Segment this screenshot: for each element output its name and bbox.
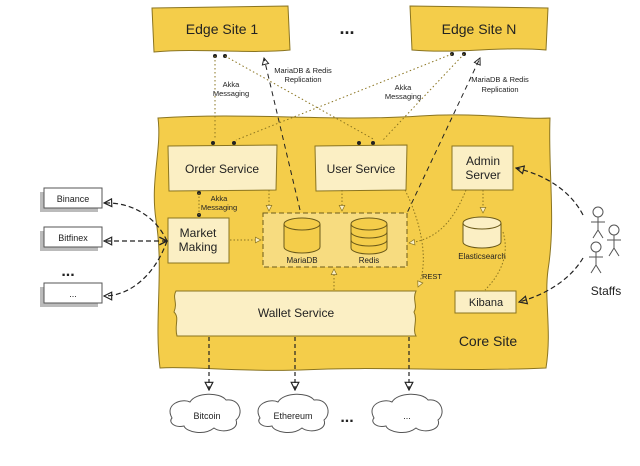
order-service-label: Order Service — [185, 162, 259, 176]
ethereum-label: Ethereum — [273, 411, 312, 421]
bitcoin-label: Bitcoin — [193, 411, 220, 421]
blockchains-ellipsis: ... — [340, 409, 353, 426]
blockchain-other-label: ... — [403, 411, 411, 421]
elasticsearch-label: Elasticsearch — [458, 252, 506, 261]
exchanges-ellipsis: ... — [61, 263, 74, 280]
blockchain-bitcoin[interactable]: Bitcoin — [169, 393, 241, 433]
exchange-binance[interactable]: Binance — [40, 187, 103, 212]
rest-label: REST — [422, 272, 442, 281]
connector-dot — [232, 141, 236, 145]
kibana-label: Kibana — [469, 297, 504, 309]
redis-label: Redis — [359, 256, 379, 265]
service-db-links — [230, 189, 506, 291]
staffs-label: Staffs — [591, 284, 621, 298]
edge-site-1-label: Edge Site 1 — [186, 21, 259, 37]
order-service[interactable]: Order Service — [167, 144, 278, 192]
replication-links — [264, 58, 480, 229]
connector-dot — [211, 141, 215, 145]
kibana-service[interactable]: Kibana — [454, 290, 517, 314]
blockchain-ethereum[interactable]: Ethereum — [257, 393, 329, 433]
staff-icon — [589, 206, 621, 274]
blockchain-links — [209, 337, 409, 390]
staff-links — [516, 168, 584, 302]
bitfinex-label: Bitfinex — [58, 233, 88, 243]
wallet-service-label: Wallet Service — [258, 306, 335, 320]
wallet-service[interactable]: Wallet Service — [173, 290, 417, 337]
edge-site-1[interactable]: Edge Site 1 — [151, 5, 291, 53]
akka-messaging-links — [214, 53, 465, 141]
blockchain-other[interactable]: ... — [371, 393, 443, 433]
user-service-label: User Service — [327, 162, 396, 176]
core-site-label: Core Site — [459, 333, 518, 349]
edge-site-n[interactable]: Edge Site N — [409, 5, 549, 52]
binance-label: Binance — [57, 194, 90, 204]
user-service[interactable]: User Service — [314, 144, 408, 192]
elasticsearch-datastore[interactable]: Elasticsearch — [458, 216, 506, 261]
connector-dot — [371, 141, 375, 145]
edge-sites-ellipsis: ... — [339, 18, 354, 38]
edge-site-n-label: Edge Site N — [442, 21, 517, 37]
exchange-other[interactable]: ... — [40, 282, 103, 307]
exchange-bitfinex[interactable]: Bitfinex — [40, 226, 103, 251]
exchange-other-label: ... — [69, 289, 77, 299]
connector-dot — [357, 141, 361, 145]
mariadb-label: MariaDB — [286, 256, 317, 265]
mariadb-datastore[interactable]: MariaDB — [283, 217, 321, 265]
redis-datastore[interactable]: Redis — [350, 217, 388, 265]
exchange-links — [104, 203, 167, 296]
